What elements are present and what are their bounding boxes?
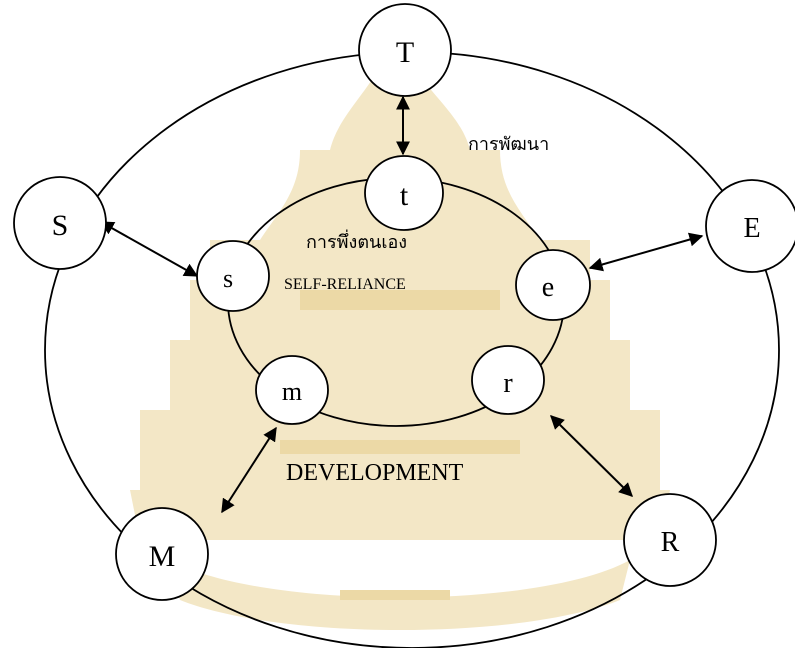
node-m-label: m [282,377,302,406]
label-development-thai: การพัฒนา [468,134,549,154]
node-t-label: t [400,179,409,212]
node-R-label: R [661,527,680,558]
label-self-reliance: SELF-RELIANCE [284,276,406,293]
node-E: E [705,179,795,273]
node-T: T [358,3,452,97]
node-m: m [255,355,329,425]
node-M: M [115,507,209,601]
connector-E-e [588,232,704,272]
connector-R-r [550,415,633,497]
node-S-label: S [52,209,69,242]
node-r: r [471,345,545,415]
label-self-reliance-thai: การพึ่งตนเอง [306,229,407,252]
label-development: DEVELOPMENT [286,460,464,486]
node-t: t [364,155,444,231]
node-R: R [623,493,717,587]
node-s: s [196,240,270,312]
node-s-label: s [223,264,233,293]
node-T-label: T [396,36,414,69]
node-e-label: e [542,272,554,303]
node-e: e [515,249,591,321]
connector-S-s [99,221,199,277]
node-S: S [13,176,107,270]
node-E-label: E [743,213,760,244]
node-M-label: M [149,540,176,573]
node-r-label: r [503,368,513,399]
connector-M-m [221,426,277,514]
